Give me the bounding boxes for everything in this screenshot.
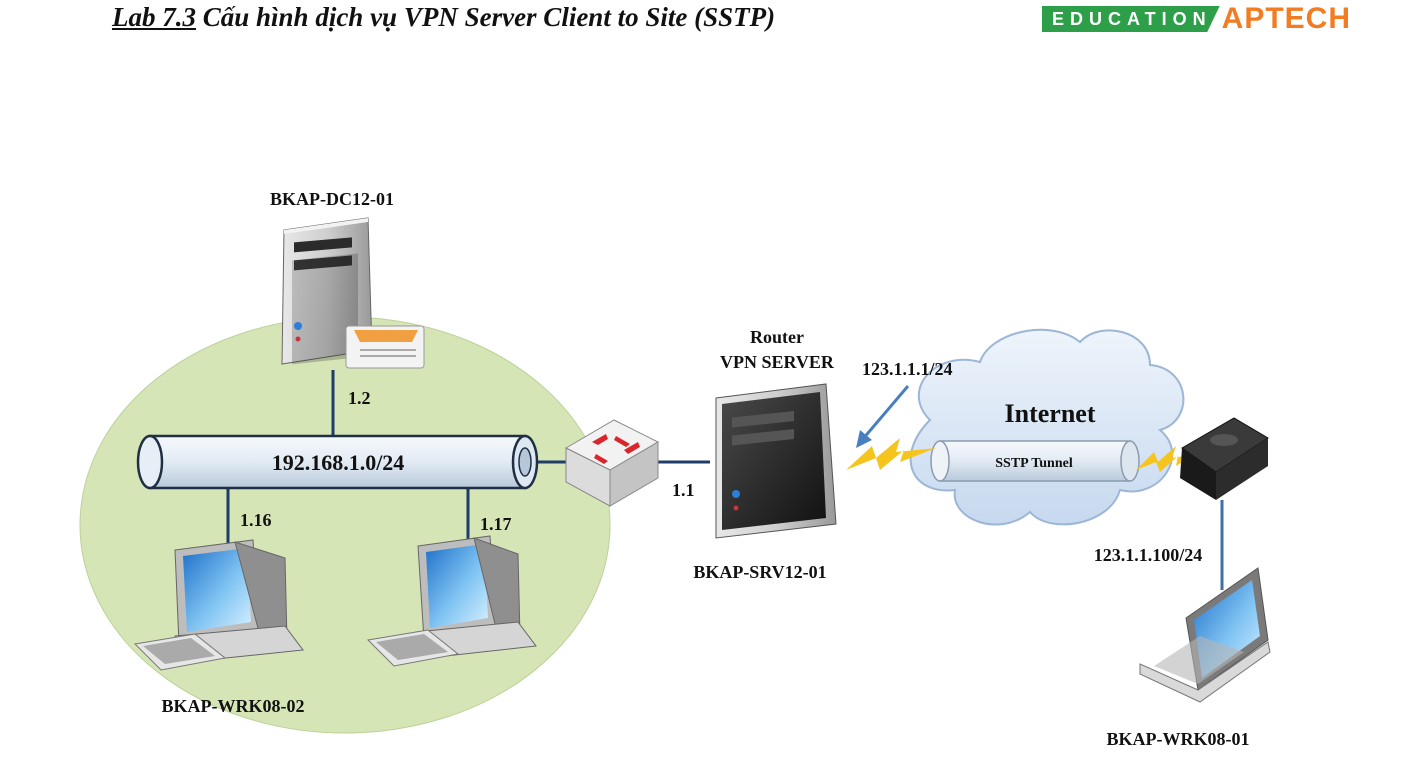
public-ip-label: 123.1.1.1/24 <box>862 359 953 379</box>
client-laptop-icon <box>1139 567 1271 703</box>
client-hostname: BKAP-WRK08-01 <box>1107 729 1250 749</box>
router-title-line1: Router <box>750 327 804 347</box>
workstation-wrk08-02-icon <box>133 539 304 671</box>
dc-server-icon <box>281 217 425 369</box>
router-ip-label: 1.1 <box>672 480 695 500</box>
dc-ip-label: 1.2 <box>348 388 371 408</box>
brand-aptech: APTECH <box>1221 2 1352 35</box>
router-title-line2: VPN SERVER <box>720 352 835 372</box>
brand-education: EDUCATION <box>1042 6 1220 32</box>
client-ip-label: 123.1.1.100/24 <box>1094 545 1203 565</box>
vpn-server-icon <box>715 383 837 539</box>
lan-zone <box>79 316 611 734</box>
router-hostname: BKAP-SRV12-01 <box>693 562 826 582</box>
workstation-pc-icon <box>366 535 537 667</box>
wrk2-ip-label: 1.16 <box>240 510 272 530</box>
lan-segment-pipe <box>136 434 539 490</box>
tunnel-label: SSTP Tunnel <box>995 456 1073 471</box>
wan-lightning-right <box>1136 446 1196 472</box>
lab-title: Cấu hình dịch vụ VPN Server Client to Si… <box>202 2 776 32</box>
modem-icon <box>1180 417 1269 500</box>
page-title: Lab 7.3 Cấu hình dịch vụ VPN Server Clie… <box>112 2 775 33</box>
lan-subnet-label: 192.168.1.0/24 <box>272 450 405 475</box>
wan-lightning-left <box>846 438 936 470</box>
wrk3-ip-label: 1.17 <box>480 514 512 534</box>
cloud-label: Internet <box>1005 399 1096 428</box>
lab-number: Lab 7.3 <box>112 2 196 32</box>
network-switch-icon <box>564 419 660 507</box>
wrk2-hostname: BKAP-WRK08-02 <box>162 696 305 716</box>
public-ip-arrow <box>856 385 910 448</box>
sstp-tunnel-pipe <box>930 440 1140 482</box>
dc-hostname: BKAP-DC12-01 <box>270 189 394 209</box>
